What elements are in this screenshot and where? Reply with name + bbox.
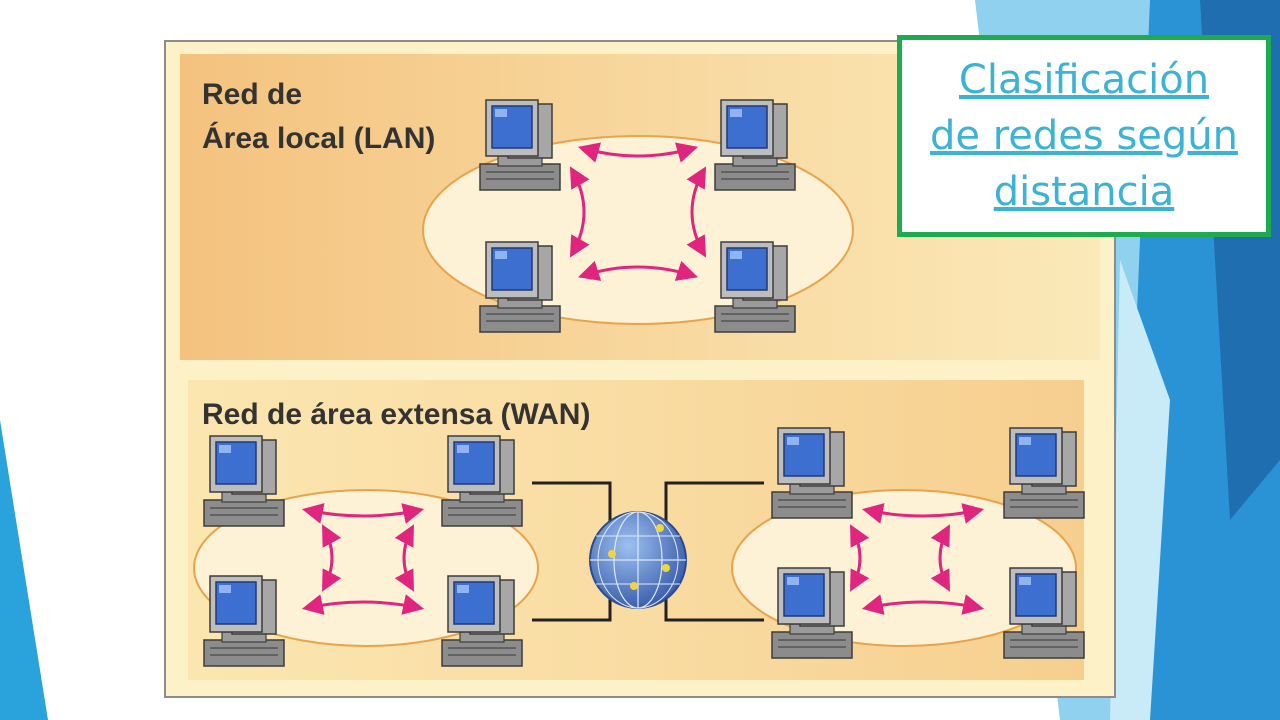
- lan-computer-bottom-left: [479, 241, 561, 333]
- wan-left-arrow-right: [394, 524, 414, 592]
- lan-arrow-top: [577, 142, 699, 163]
- bg-shape-pale: [1110, 260, 1170, 720]
- wan-right-arrow-right: [930, 524, 950, 592]
- wan-left-computer-top-left: [203, 435, 285, 527]
- wan-left-computer-top-right: [441, 435, 523, 527]
- wan-right-arrow-top: [861, 503, 985, 524]
- wan-left-arrow-left: [322, 524, 342, 592]
- wan-right-arrow-bottom: [861, 594, 985, 615]
- slide-title-line-2: de redes según: [930, 113, 1238, 159]
- lan-arrow-bottom: [578, 260, 698, 281]
- lan-arrow-left: [569, 166, 590, 258]
- lan-label-line2: Área local (LAN): [202, 121, 435, 155]
- wan-left-arrow-bottom: [301, 594, 425, 615]
- wan-right-computer-top-left: [771, 427, 853, 519]
- lan-computer-top-right: [714, 99, 796, 191]
- lan-computer-bottom-right: [714, 241, 796, 333]
- lan-label-line1: Red de: [202, 78, 302, 111]
- internet-globe: [589, 511, 687, 609]
- wan-left-computer-bottom-left: [203, 575, 285, 667]
- wan-left-arrow-top: [301, 503, 425, 524]
- bg-shape-left: [0, 420, 48, 720]
- wan-label: Red de área extensa (WAN): [202, 398, 590, 431]
- wan-right-computer-bottom-left: [771, 567, 853, 659]
- lan-arrow-right: [686, 166, 707, 258]
- slide-title-box: Clasificación de redes según distancia: [897, 35, 1271, 237]
- slide-title-line-3: distancia: [993, 169, 1175, 215]
- wan-right-computer-top-right: [1003, 427, 1085, 519]
- network-diagram: Red de Área local (LAN) Red de área exte…: [164, 40, 1116, 698]
- wan-left-computer-bottom-right: [441, 575, 523, 667]
- slide-title-link[interactable]: Clasificación de redes según distancia: [902, 52, 1266, 220]
- lan-computer-top-left: [479, 99, 561, 191]
- wan-right-arrow-left: [850, 524, 870, 592]
- slide-title-line-1: Clasificación: [958, 57, 1210, 103]
- wan-right-computer-bottom-right: [1003, 567, 1085, 659]
